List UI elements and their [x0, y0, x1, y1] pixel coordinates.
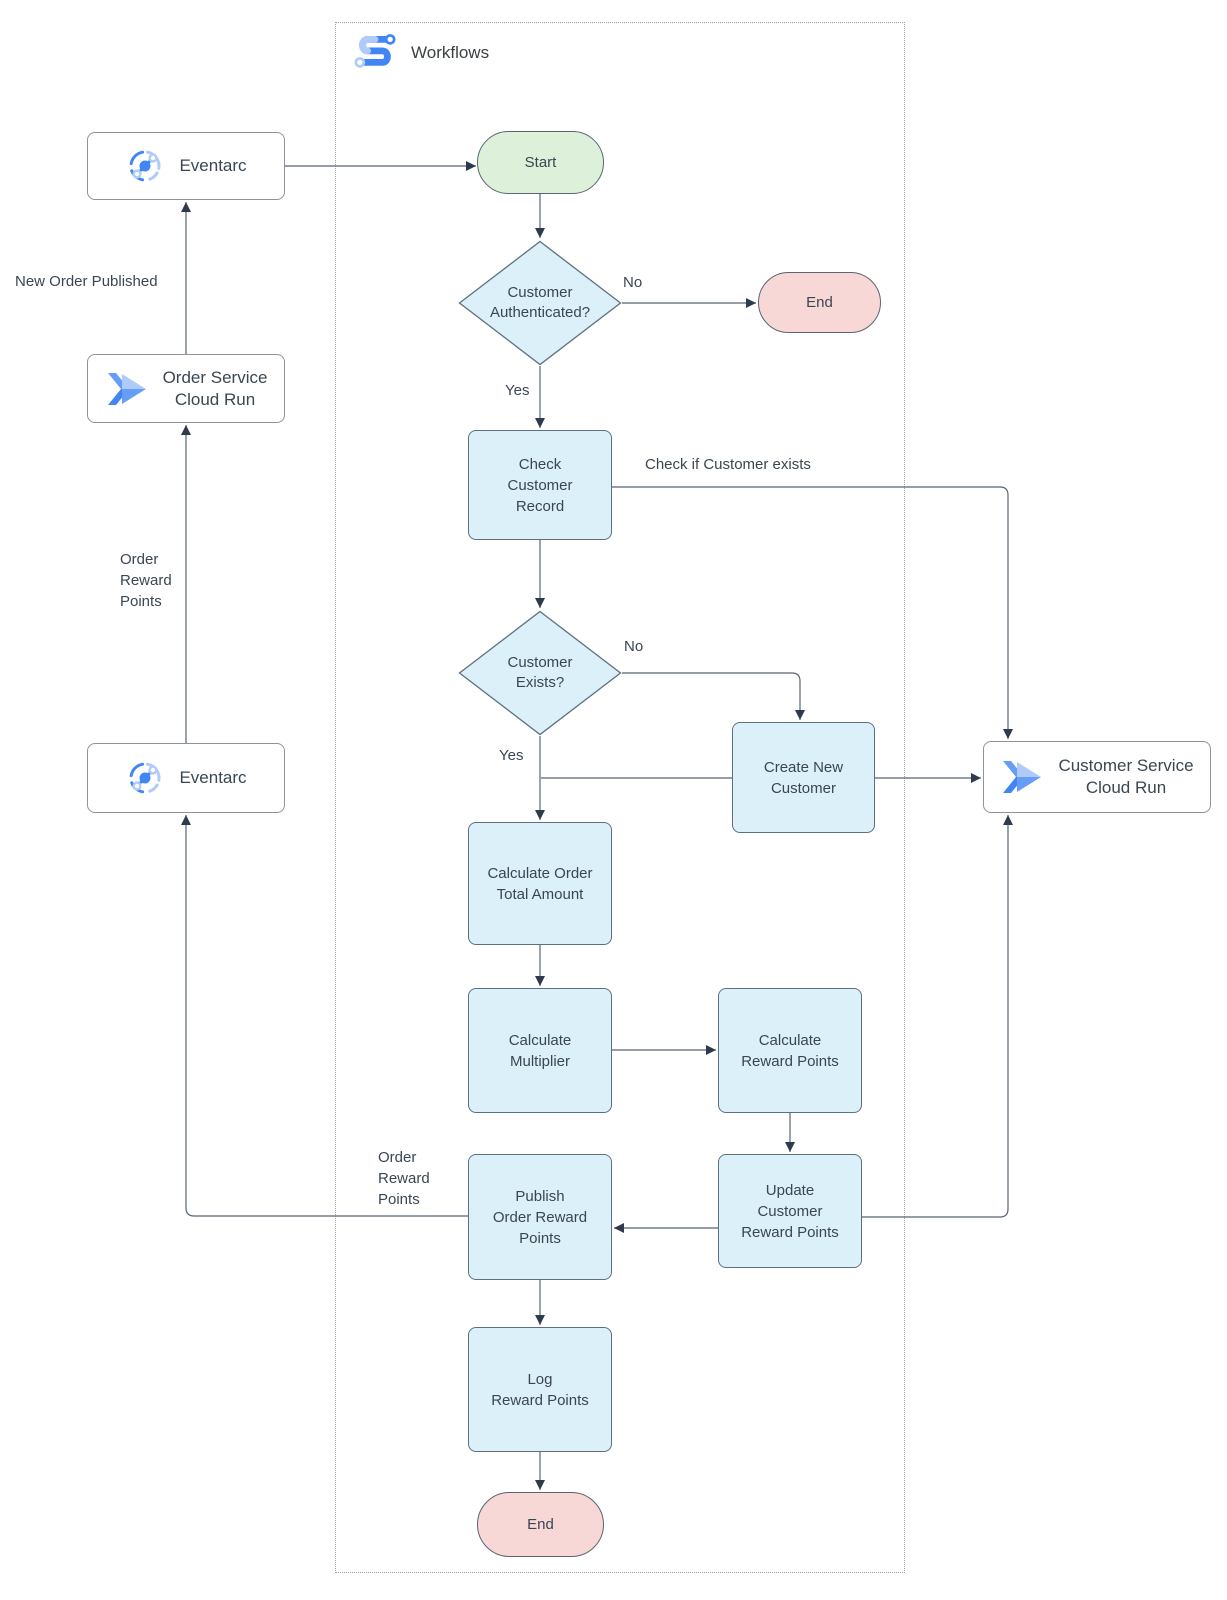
- edge-label-order-reward-points-left: Order Reward Points: [120, 551, 172, 610]
- node-eventarc-top: Eventarc: [87, 132, 285, 200]
- node-label: Customer Authenticated?: [489, 284, 591, 321]
- edge-label-order-reward-points-bottom: Order Reward Points: [378, 1149, 430, 1208]
- node-calculate-order-total: Calculate Order Total Amount: [468, 822, 612, 945]
- node-label: End: [806, 294, 833, 311]
- eventarc-icon: [130, 762, 161, 794]
- node-label: Customer Exists?: [507, 654, 573, 691]
- cloud-run-icon: [107, 372, 146, 405]
- node-label: Order Service Cloud Run: [162, 367, 268, 409]
- node-calculate-multiplier: Calculate Multiplier: [468, 988, 612, 1113]
- workflows-header: Workflows: [352, 30, 489, 76]
- node-customer-service-cloud-run: Customer Service Cloud Run: [983, 741, 1211, 813]
- decision-customer-authenticated: Customer Authenticated?: [458, 240, 622, 366]
- edge-label-yes-exists: Yes: [499, 747, 524, 764]
- node-eventarc-bottom: Eventarc: [87, 743, 285, 813]
- cloud-run-icon: [1003, 761, 1042, 793]
- node-label: Start: [524, 154, 557, 171]
- workflows-container: [335, 22, 905, 1573]
- node-check-customer-record: Check Customer Record: [468, 430, 612, 540]
- diamond-shape: [458, 240, 622, 366]
- edge-label-no-exists: No: [624, 638, 644, 655]
- node-label: Eventarc: [179, 156, 247, 175]
- node-end-bottom: End: [477, 1492, 604, 1557]
- node-end-top: End: [758, 272, 881, 333]
- node-calculate-reward-points: Calculate Reward Points: [718, 988, 862, 1113]
- node-order-service-cloud-run: Order Service Cloud Run: [87, 354, 285, 423]
- node-label: Customer Service Cloud Run: [1058, 756, 1194, 797]
- edge-label-no-authenticated: No: [623, 274, 643, 291]
- edge-label-check-if-customer-exists: Check if Customer exists: [645, 456, 811, 473]
- node-start: Start: [477, 131, 604, 194]
- node-update-customer-reward-points: Update Customer Reward Points: [718, 1154, 862, 1268]
- node-label: End: [527, 1516, 554, 1533]
- eventarc-icon: [130, 150, 161, 182]
- node-publish-order-reward-points: Publish Order Reward Points: [468, 1154, 612, 1280]
- node-label: Eventarc: [179, 768, 247, 787]
- edge-label-new-order-published: New Order Published: [15, 273, 158, 290]
- diamond-shape: [458, 610, 622, 736]
- node-log-reward-points: Log Reward Points: [468, 1327, 612, 1452]
- workflows-title: Workflows: [411, 43, 490, 62]
- node-create-new-customer: Create New Customer: [732, 722, 875, 833]
- edge-label-yes-authenticated: Yes: [505, 382, 530, 399]
- decision-customer-exists: Customer Exists?: [458, 610, 622, 736]
- workflows-icon: [354, 34, 396, 68]
